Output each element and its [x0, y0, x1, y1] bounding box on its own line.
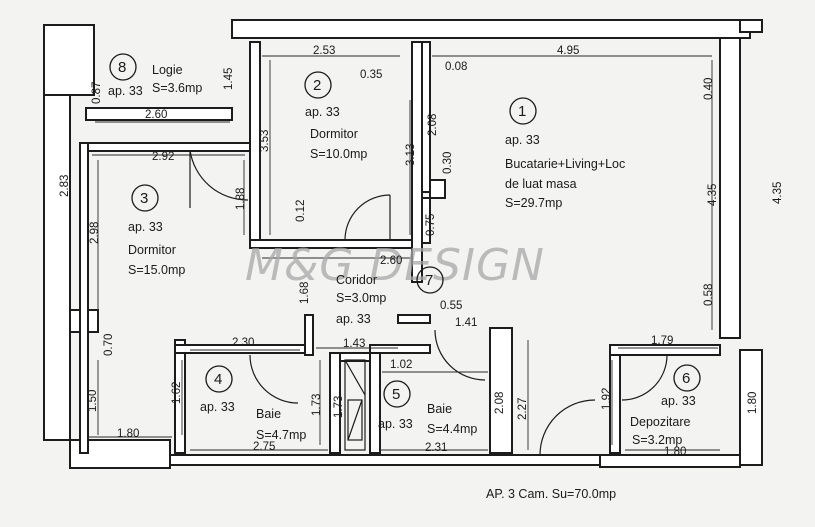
room-1-label: 1 ap. 33 Bucatarie+Living+Loc de luat ma… [505, 97, 625, 210]
room-7-label: 7 Coridor S=3.0mp ap. 33 [336, 266, 444, 326]
room-number: 5 [392, 386, 400, 403]
room-line: S=3.6mp [152, 81, 202, 95]
ventilation-shaft [344, 359, 366, 451]
dimension-label: 2.31 [425, 442, 447, 454]
dimension-label: 2.27 [517, 398, 529, 420]
room-number: 3 [140, 190, 148, 207]
dimension-lines [88, 55, 720, 451]
doors [189, 149, 668, 456]
room-number: 2 [313, 77, 321, 94]
dimension-label: 1.88 [235, 188, 247, 210]
dimension-label: 0.70 [103, 334, 115, 356]
room-line: S=15.0mp [128, 263, 185, 277]
room-4-label: 4 ap. 33 Baie S=4.7mp [200, 365, 306, 442]
dimension-label: 1.62 [171, 382, 183, 404]
dimension-label: 1.79 [651, 335, 673, 347]
room-number: 8 [118, 59, 126, 76]
room-6-label: 6 ap. 33 Depozitare S=3.2mp [630, 364, 701, 447]
dimension-label: 1.80 [747, 392, 759, 414]
room-number: 7 [425, 272, 433, 289]
room-line: S=29.7mp [505, 196, 562, 210]
room-line: ap. 33 [336, 312, 371, 326]
dimension-labels-horizontal: 2.53 4.95 0.35 0.08 2.60 2.92 2.60 0.55 … [117, 45, 686, 458]
watermark: M&G DESIGN [245, 240, 545, 291]
room-line: ap. 33 [305, 105, 340, 119]
dimension-label: 1.80 [664, 446, 686, 458]
dimension-label: 0.58 [703, 284, 715, 306]
dimension-label: 0.40 [703, 78, 715, 100]
dimension-label: 1.45 [223, 68, 235, 90]
dimension-label: 0.87 [91, 82, 103, 104]
dimension-label: 2.08 [494, 392, 506, 414]
dimension-labels-vertical: 0.40 1.45 0.87 2.83 2.98 3.53 2.08 3.13 … [59, 68, 784, 420]
dimension-label: 2.98 [89, 222, 101, 244]
room-line: Baie [256, 407, 281, 421]
dimension-label: 0.35 [360, 69, 382, 81]
dimension-label: 2.92 [152, 151, 174, 163]
dimension-label: 0.30 [442, 152, 454, 174]
dimension-label: 0.12 [295, 200, 307, 222]
room-line: ap. 33 [505, 133, 540, 147]
room-line: Bucatarie+Living+Loc [505, 157, 625, 171]
dimension-label: 2.53 [313, 45, 335, 57]
room-line: Logie [152, 63, 183, 77]
room-line: Dormitor [310, 127, 358, 141]
exterior-walls [43, 19, 763, 469]
dimension-label: 2.60 [145, 109, 167, 121]
room-line: Coridor [336, 273, 377, 287]
room-line: S=10.0mp [310, 147, 367, 161]
dimension-label: 1.43 [343, 338, 365, 350]
room-number: 1 [518, 103, 526, 120]
room-line: ap. 33 [128, 220, 163, 234]
room-line: ap. 33 [378, 417, 413, 431]
dimension-label: 0.08 [445, 61, 467, 73]
dimension-label: 1.73 [333, 396, 345, 418]
dimension-label: 3.53 [259, 130, 271, 152]
room-3-label: 3 ap. 33 Dormitor S=15.0mp [128, 184, 185, 277]
room-line: Depozitare [630, 415, 690, 429]
dimension-label: 2.83 [59, 175, 71, 197]
dimension-label: 1.68 [299, 282, 311, 304]
dimension-label: 4.35 [707, 184, 719, 206]
dimension-label: 2.08 [427, 114, 439, 136]
interior-walls [79, 41, 721, 454]
room-5-label: 5 ap. 33 Baie S=4.4mp [378, 380, 477, 436]
room-number: 6 [682, 370, 690, 387]
room-2-label: 2 ap. 33 Dormitor S=10.0mp [304, 71, 367, 161]
room-line: S=3.2mp [632, 433, 682, 447]
room-line: Baie [427, 402, 452, 416]
dimension-label: 2.75 [253, 441, 275, 453]
dimension-label: 0.55 [440, 300, 462, 312]
room-line: S=4.7mp [256, 428, 306, 442]
dimension-label: 1.80 [117, 428, 139, 440]
room-line: ap. 33 [661, 394, 696, 408]
dimension-label: 1.02 [390, 359, 412, 371]
dimension-label: 3.13 [405, 144, 417, 166]
dimension-label: 1.92 [601, 388, 613, 410]
room-line: de luat masa [505, 177, 577, 191]
dimension-label: 2.30 [232, 337, 254, 349]
room-line: ap. 33 [108, 84, 143, 98]
dimension-label: 1.50 [87, 390, 99, 412]
dimension-label: 1.73 [311, 394, 323, 416]
room-line: S=3.0mp [336, 291, 386, 305]
dimension-label: 0.75 [425, 214, 437, 236]
room-8-label: 8 Logie ap. 33 S=3.6mp [108, 53, 202, 98]
dimension-label: 2.60 [380, 255, 402, 267]
room-line: ap. 33 [200, 400, 235, 414]
dimension-label: 1.41 [455, 317, 477, 329]
dimension-label: 4.95 [557, 45, 579, 57]
plan-caption: AP. 3 Cam. Su=70.0mp [486, 487, 617, 501]
dimension-label: 4.35 [772, 182, 784, 204]
room-number: 4 [214, 371, 222, 388]
room-line: S=4.4mp [427, 422, 477, 436]
room-line: Dormitor [128, 243, 176, 257]
